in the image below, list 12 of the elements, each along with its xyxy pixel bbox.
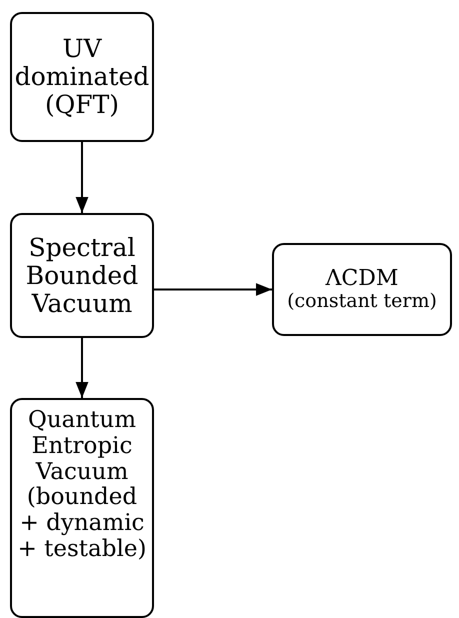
process-box xyxy=(10,12,154,142)
process-box xyxy=(272,243,452,336)
arrow xyxy=(76,142,88,213)
node-label: (constant term) xyxy=(286,291,438,312)
process-box xyxy=(10,213,154,338)
arrow xyxy=(76,338,88,398)
arrow xyxy=(154,283,272,296)
node-label: Quantum Entropic Vacuum (bounded + dynamic + testable) xyxy=(16,408,148,562)
node-label: UV dominated (QFT) xyxy=(14,35,150,119)
process-box xyxy=(10,398,154,618)
node-label: Spectral Bounded Vacuum xyxy=(24,234,140,318)
node-label: ΛCDM xyxy=(324,266,400,292)
